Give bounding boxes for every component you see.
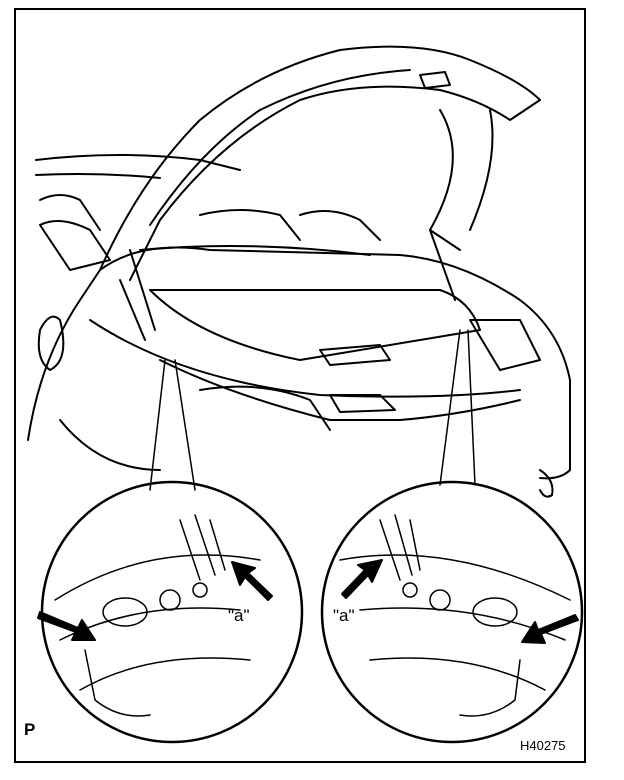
corner-mark: P <box>24 720 36 739</box>
callout-leaders <box>149 329 476 491</box>
magnifier-circle-right <box>320 480 584 744</box>
figure-code: H40275 <box>520 738 566 753</box>
pointer-arrow-left-outer <box>37 611 96 641</box>
pointer-arrow-right-inner <box>341 559 383 599</box>
car-body <box>27 154 571 498</box>
callout-label-a-right: "a" <box>333 606 355 625</box>
pointer-arrow-right-outer <box>521 614 579 644</box>
callout-label-a-left: "a" <box>228 606 250 625</box>
pointer-arrow-left-inner <box>231 561 273 601</box>
magnifier-circle-left <box>40 480 304 744</box>
trunk-lid <box>99 45 541 341</box>
